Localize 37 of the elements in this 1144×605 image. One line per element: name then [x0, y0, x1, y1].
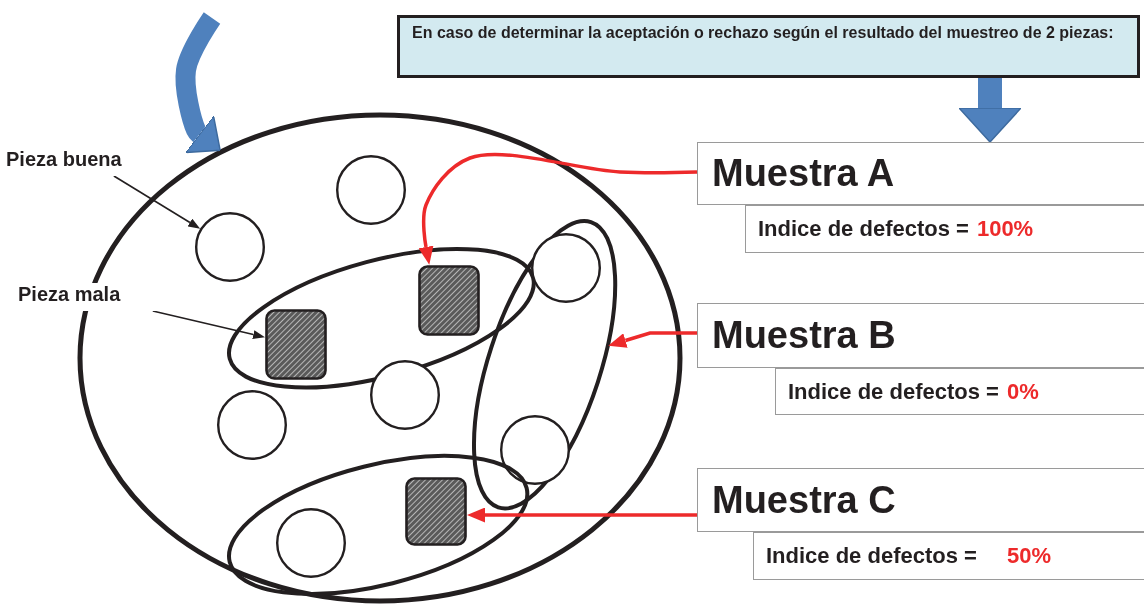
percentage-value: 0% — [1006, 378, 1039, 405]
sample-title: Muestra B — [712, 314, 896, 357]
good-piece-circle — [336, 155, 406, 225]
sample-title-box — [697, 303, 1144, 368]
defective-piece-square — [405, 477, 467, 546]
sample-ellipse — [228, 248, 534, 388]
sample-title-box — [697, 468, 1144, 532]
result-label: Indice de defectos = — [758, 216, 969, 242]
result-box — [745, 205, 1144, 253]
good-piece-circle — [276, 508, 346, 578]
sample-ellipse — [474, 221, 616, 509]
leader-arrow — [152, 310, 265, 339]
result-box — [775, 368, 1144, 415]
sample-title: Muestra C — [712, 478, 896, 522]
block-arrow — [175, 12, 221, 154]
result-box — [753, 532, 1144, 580]
good-piece-circle — [195, 212, 265, 282]
note-text: En caso de determinar la aceptación o rechazo según el resultado del muestreo de 2 piezas: — [412, 24, 1114, 41]
good-piece-circle — [217, 390, 287, 460]
percentage-value: 100% — [976, 216, 1034, 242]
defective-piece-square — [418, 265, 480, 336]
leader-arrow — [113, 175, 201, 229]
arrow — [608, 331, 697, 348]
sample-ellipse — [228, 456, 528, 594]
arrow — [418, 152, 698, 265]
block-arrow — [958, 78, 1022, 143]
good-piece-circle — [531, 233, 601, 303]
defective-piece-square — [265, 309, 327, 380]
sample-title-box — [697, 142, 1144, 205]
arrow — [467, 507, 697, 523]
percentage-value: 50% — [1006, 543, 1051, 569]
result-label: Indice de defectos = — [766, 543, 977, 569]
good-piece-circle — [500, 415, 570, 485]
good-piece-circle — [370, 360, 440, 430]
sample-title: Muestra A — [712, 152, 895, 195]
note-box — [397, 15, 1140, 78]
result-label: Indice de defectos = — [788, 378, 999, 405]
